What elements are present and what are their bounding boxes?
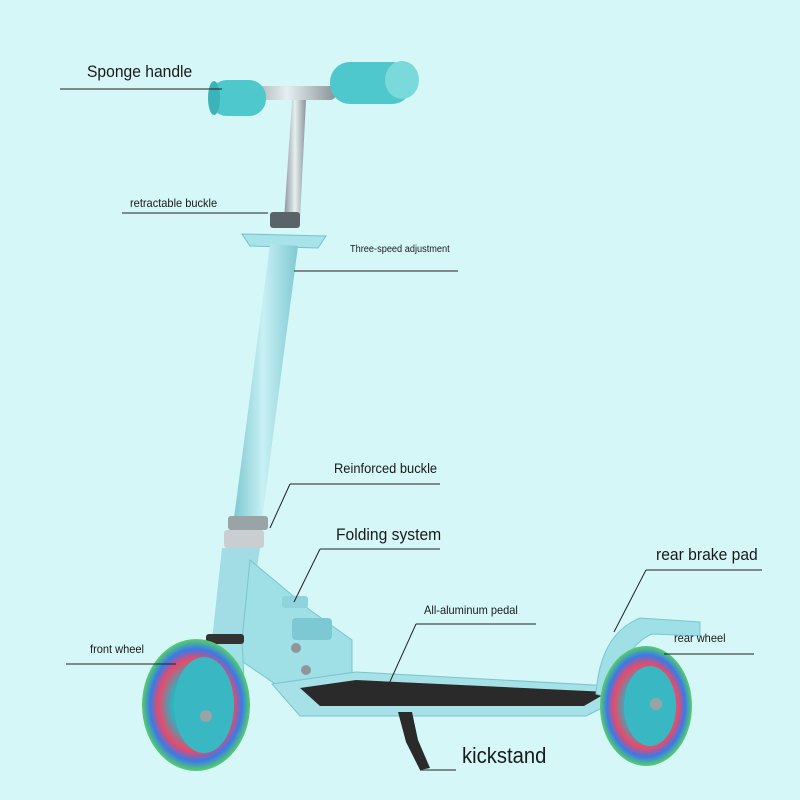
leader-lines: [60, 88, 762, 771]
light-up-wheel-icon: [600, 646, 692, 766]
label-rear-brake-pad: rear brake pad: [656, 545, 758, 564]
label-all-aluminum-pedal: All-aluminum pedal: [424, 603, 518, 617]
upper-stem: [284, 100, 306, 220]
kickstand-part: [398, 712, 430, 770]
label-three-speed-adjustment: Three-speed adjustment: [350, 244, 450, 255]
speed-collar: [241, 233, 327, 249]
label-front-wheel: front wheel: [90, 642, 145, 656]
lower-tube: [234, 244, 298, 520]
light-up-wheel-icon: [142, 639, 250, 771]
deck-grip-tape: [300, 680, 608, 706]
label-rear-wheel: rear wheel: [674, 631, 726, 645]
label-kickstand: kickstand: [462, 743, 547, 768]
reinforced-buckle-part: [228, 516, 268, 530]
scooter-illustration: [142, 61, 701, 771]
label-folding-system: Folding system: [336, 525, 442, 544]
left-grip: [208, 80, 266, 116]
buckle-clamp: [270, 212, 300, 228]
right-grip: [330, 61, 419, 104]
label-reinforced-buckle: Reinforced buckle: [334, 460, 438, 476]
label-retractable-buckle: retractable buckle: [130, 196, 218, 210]
label-sponge-handle: Sponge handle: [87, 62, 193, 81]
